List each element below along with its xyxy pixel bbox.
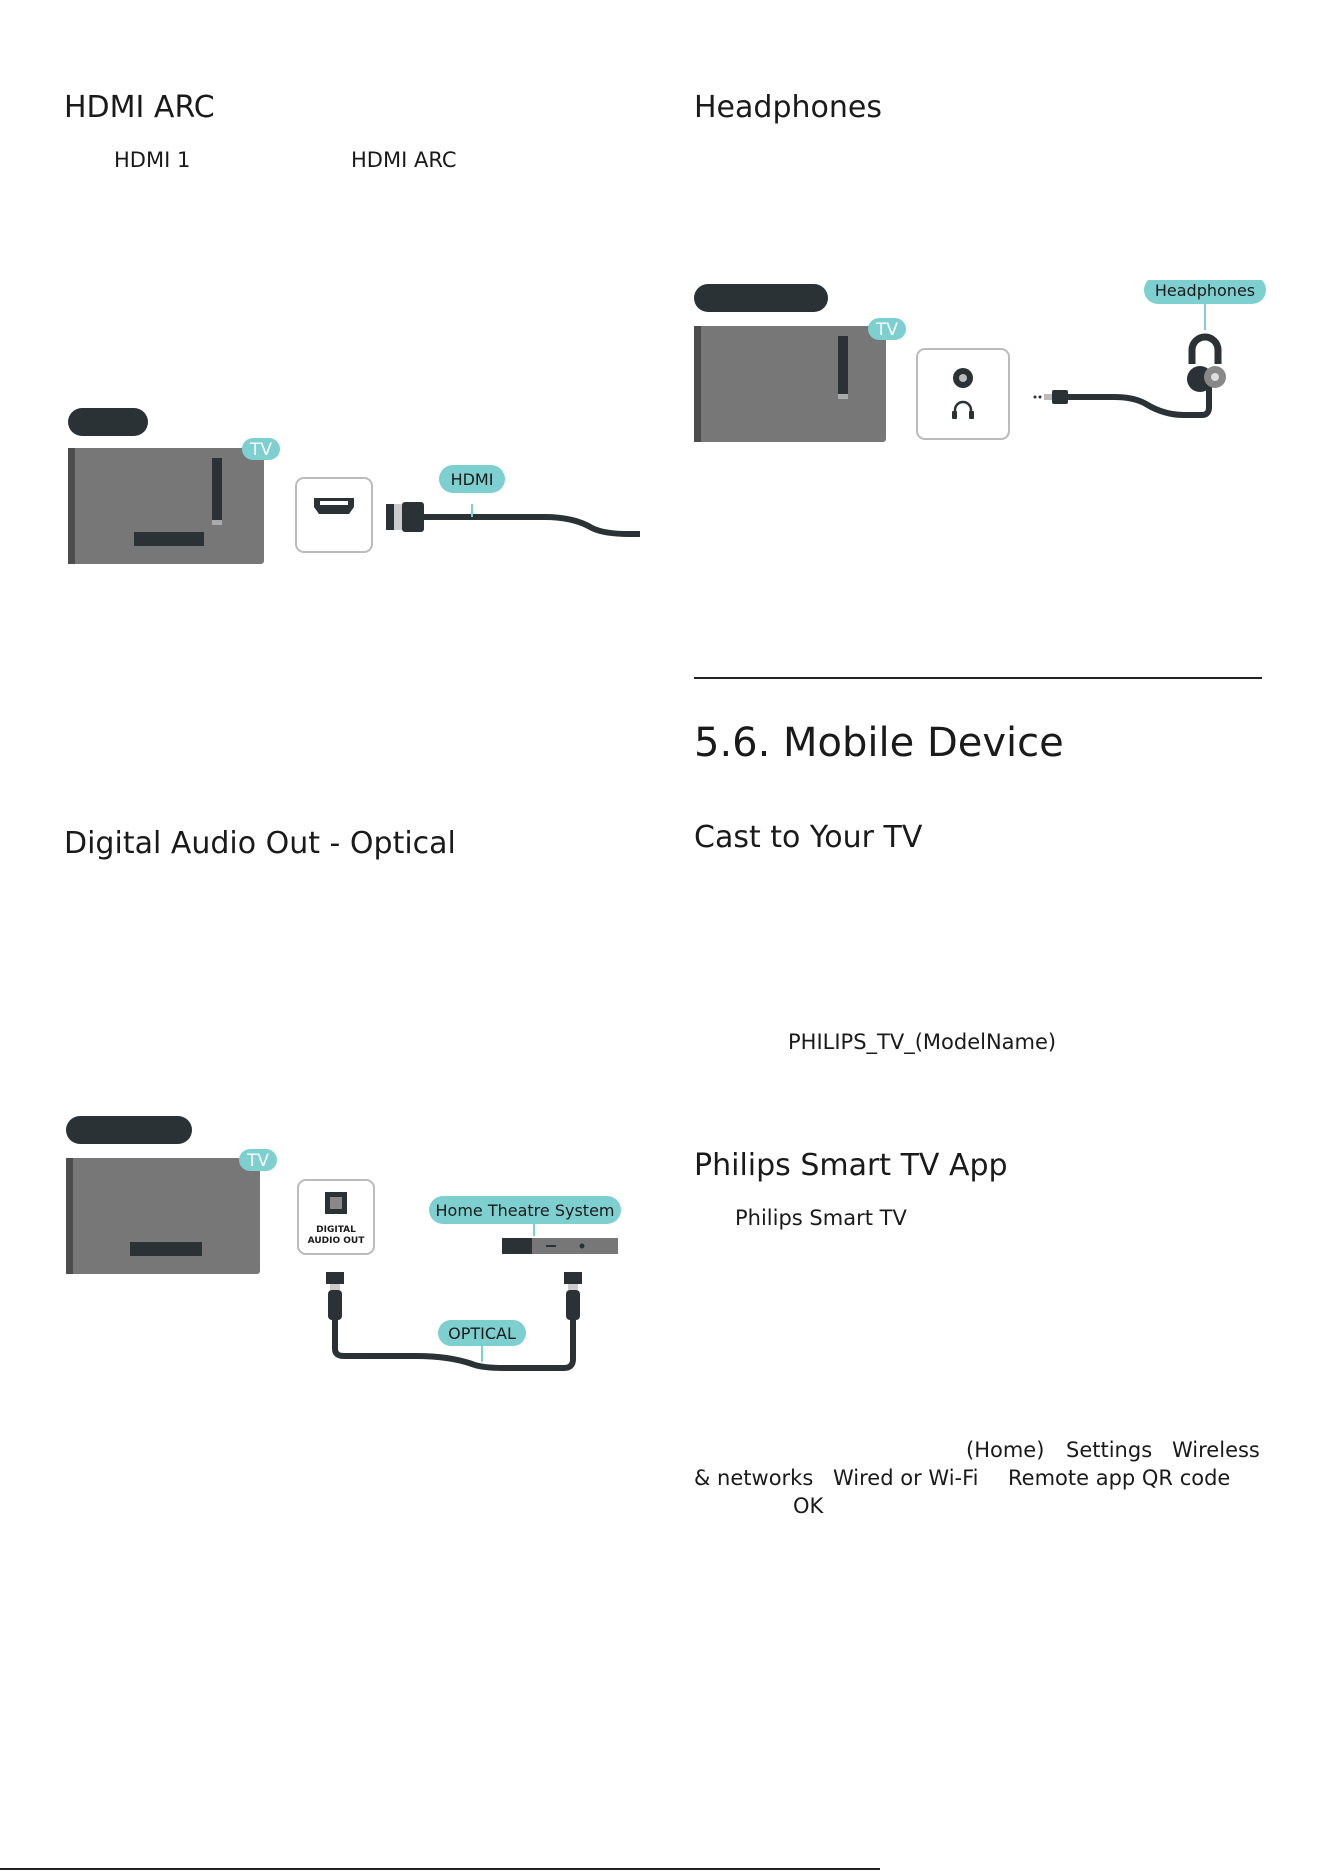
tv-label: TV — [249, 440, 272, 460]
headphone-cable — [1068, 376, 1212, 418]
path-wired-wifi: Wired or Wi-Fi — [833, 1466, 979, 1490]
model-name-text: PHILIPS_TV_(ModelName) — [788, 1030, 1057, 1054]
path-ok: OK — [793, 1494, 824, 1518]
optical-plug-left — [326, 1272, 344, 1284]
tv-bottom-slot — [134, 532, 204, 546]
optical-cable-label-badge — [438, 1320, 526, 1346]
section-divider — [694, 677, 1262, 679]
tv-top-bar — [66, 1116, 192, 1144]
tv-side-slot — [838, 336, 848, 394]
headphones-label-badge — [1144, 280, 1266, 304]
bottom-rule — [0, 1868, 880, 1870]
cast-heading: Cast to Your TV — [694, 820, 923, 855]
tv-bottom-slot — [130, 1242, 202, 1256]
app-heading: Philips Smart TV App — [694, 1148, 1008, 1183]
optical-port-label-2: AUDIO OUT — [308, 1236, 366, 1246]
tv-label-badge — [239, 1149, 277, 1171]
tv-side-slot — [212, 458, 222, 520]
path-settings: Settings — [1066, 1438, 1153, 1462]
path-qr-code: Remote app QR code — [1008, 1466, 1231, 1490]
hdmi-arc-diagram: TV HDMI — [68, 408, 640, 564]
hdmi-arc-text: HDMI ARC — [351, 148, 457, 172]
hdmi-cable-label: HDMI — [451, 470, 494, 489]
optical-plug-right — [564, 1272, 582, 1284]
optical-port-label-1: DIGITAL — [316, 1225, 356, 1235]
tv-label: TV — [875, 320, 898, 340]
tv-body — [694, 326, 886, 442]
hdmi-port — [295, 477, 373, 553]
tv-label: TV — [246, 1151, 269, 1171]
path-wireless: Wireless — [1172, 1438, 1260, 1462]
headphones-device — [1188, 333, 1222, 364]
hdmi-arc-heading: HDMI ARC — [64, 90, 215, 125]
hdmi-1-text: HDMI 1 — [114, 148, 191, 172]
hdmi-cable-label-badge — [439, 465, 505, 493]
headphone-plug — [1052, 390, 1068, 404]
tv-label-badge — [242, 438, 280, 460]
hdmi-plug — [402, 502, 424, 532]
headphones-diagram: TV Headphones — [694, 280, 1266, 442]
path-networks: & networks — [694, 1466, 814, 1490]
optical-diagram: TV DIGITAL AUDIO OUT Home Theatre System… — [66, 1116, 621, 1371]
home-theatre-label-badge — [429, 1196, 621, 1224]
headphones-icon — [953, 400, 973, 416]
hdmi-port-icon — [314, 498, 354, 514]
optical-heading: Digital Audio Out - Optical — [64, 826, 456, 861]
optical-port — [297, 1179, 375, 1255]
chapter-title: 5.6. Mobile Device — [694, 720, 1064, 766]
hdmi-cable — [424, 514, 640, 537]
tv-body — [66, 1158, 260, 1274]
tv-top-bar — [694, 284, 828, 312]
home-theatre-device — [502, 1238, 532, 1254]
app-name-text: Philips Smart TV — [735, 1206, 907, 1230]
tv-top-bar — [68, 408, 148, 436]
headphone-port — [916, 348, 1010, 440]
headphone-plug-tip — [1044, 394, 1052, 400]
optical-cable — [332, 1320, 576, 1371]
headphones-heading: Headphones — [694, 90, 882, 125]
headphones-label: Headphones — [1155, 281, 1255, 300]
optical-cable-label: OPTICAL — [448, 1324, 516, 1343]
tv-label-badge — [868, 318, 906, 340]
path-home: (Home) — [966, 1438, 1045, 1462]
home-theatre-label: Home Theatre System — [436, 1201, 615, 1220]
tv-body — [68, 448, 264, 564]
